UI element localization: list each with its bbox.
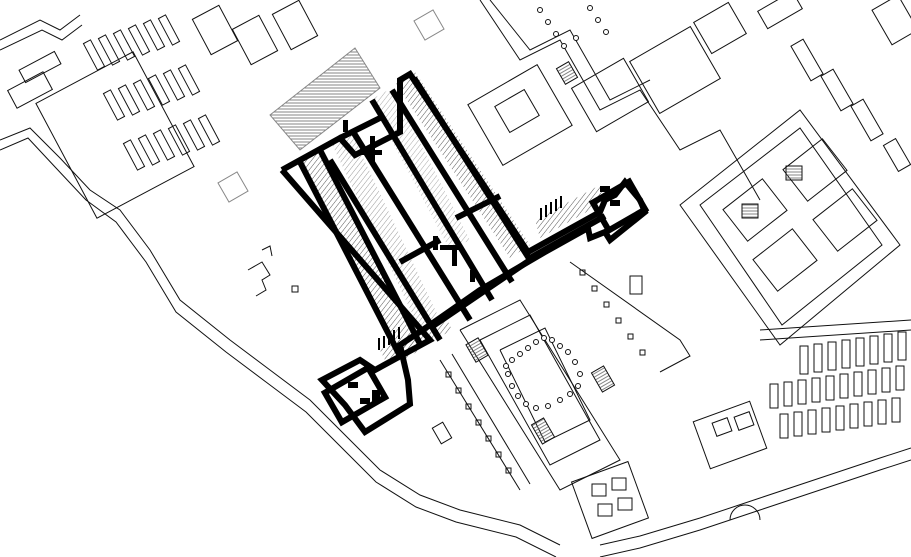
main-palace bbox=[279, 69, 650, 437]
peristyle-courtyard bbox=[431, 275, 643, 491]
comb-row-1 bbox=[799, 331, 907, 375]
comb-row-2 bbox=[769, 365, 905, 409]
northwest-houses bbox=[0, 0, 319, 219]
northeast-columns bbox=[537, 5, 609, 49]
east-insula bbox=[679, 109, 901, 346]
faint-features bbox=[217, 9, 445, 203]
small-ruin-west bbox=[247, 245, 299, 297]
northeast-houses bbox=[467, 0, 911, 201]
colonnade bbox=[439, 261, 691, 491]
column-ring bbox=[503, 335, 583, 411]
town-boundary bbox=[0, 127, 911, 557]
comb-row-3 bbox=[779, 397, 901, 439]
southeast-houses bbox=[570, 319, 911, 540]
